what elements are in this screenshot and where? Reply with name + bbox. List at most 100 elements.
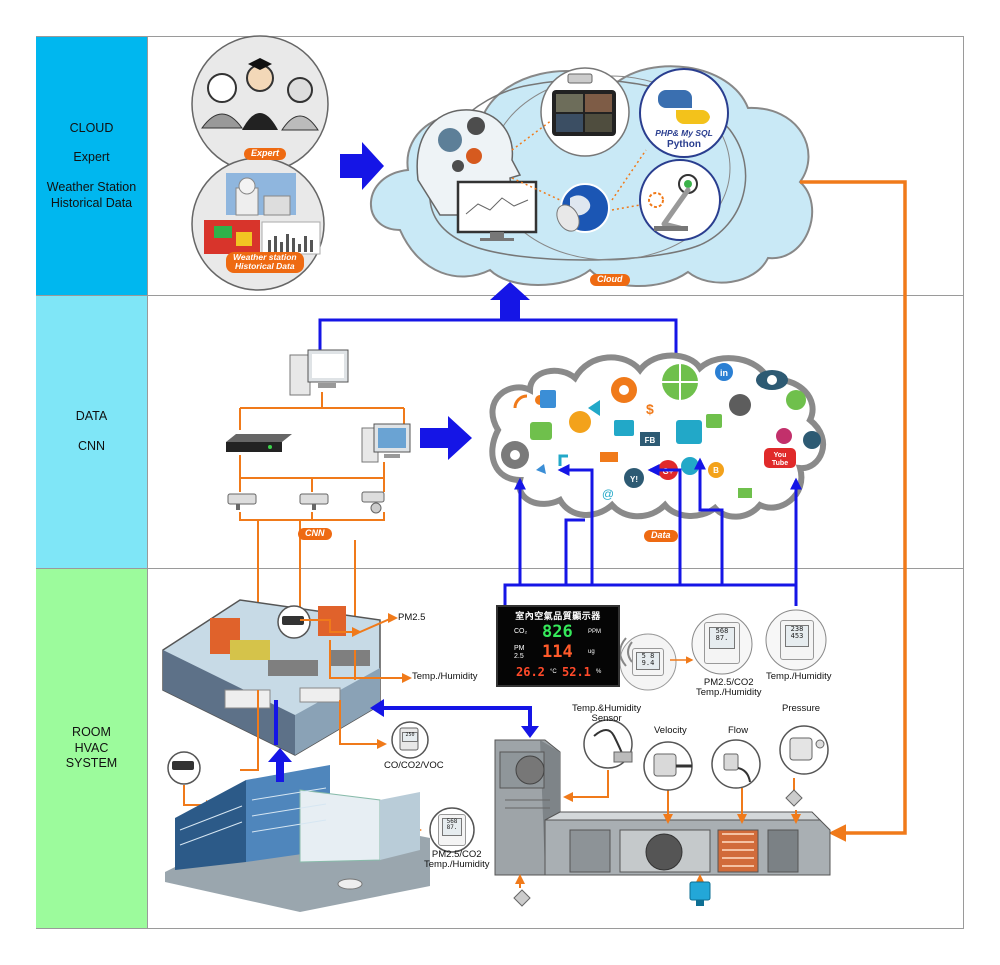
expert-pill: Expert: [244, 148, 287, 160]
emoji-icon: [569, 411, 591, 433]
panel-to-data-lines: [503, 457, 802, 606]
row-label-cloud-line3: Weather Station: [46, 180, 137, 194]
building-sensor-device: 568 87.: [438, 814, 466, 846]
right-sensor-device-2: 238 453: [780, 620, 814, 660]
document-icon: [540, 390, 556, 408]
monitor-icon: [456, 180, 538, 241]
wireless-sensor-screen: 5 8 9.4: [636, 652, 660, 670]
bar-chart-icon: [676, 420, 702, 444]
row-label-data: DATA CNN: [36, 296, 148, 568]
building-up-arrow: [268, 748, 292, 782]
voc-sensor-screen: 250: [402, 732, 418, 742]
pm-unit: ug: [588, 649, 595, 655]
co2-value: 826: [542, 622, 573, 642]
mail-icon: [738, 488, 752, 498]
lock-icon: [681, 457, 699, 475]
rss-icon: [513, 394, 528, 409]
label-building-pm-co2-line2: Temp./Humidity: [424, 859, 490, 871]
cctv-camera-icon: [227, 493, 257, 510]
building-camera-icon: [167, 751, 201, 785]
nvr-device-icon: [226, 434, 292, 452]
yahoo-text: Y!: [630, 475, 638, 484]
label-building-pm-co2-line1: PM2.5/CO2: [431, 849, 482, 860]
tech-line-1: PHP& My SQL: [655, 128, 713, 138]
blogger-text: B: [713, 466, 719, 475]
flow-sensor-icon: [711, 739, 761, 789]
pm-key-1: PM: [514, 645, 525, 652]
data-up-arrow: [490, 282, 530, 320]
co2-unit: PPM: [588, 629, 602, 635]
label-right-pm-co2: PM2.5/CO2 Temp./Humidity: [696, 677, 762, 699]
row-label-data-line2: CNN: [77, 439, 106, 453]
chat-icon: [530, 422, 552, 440]
facebook-icon: [640, 432, 660, 446]
row-label-cloud-line2: Expert: [73, 150, 110, 165]
label-building-pm-co2: PM2.5/CO2 Temp./Humidity: [424, 849, 490, 871]
pm-key-2: 2.5: [514, 653, 524, 660]
row-label-cloud-line1: CLOUD: [69, 120, 114, 135]
weather-pill: Weather station Historical Data: [226, 252, 304, 273]
office-floor-illustration: [162, 599, 381, 756]
left-arrow-icon: [588, 400, 600, 416]
wireless-sensor-reading-1: 5 8: [641, 652, 655, 660]
pm-value: 114: [542, 642, 573, 662]
label-right-pm-co2-line2: Temp./Humidity: [696, 687, 762, 699]
python-icon: [639, 68, 729, 158]
data-pill: Data: [644, 530, 678, 542]
upload-icon: [558, 454, 568, 466]
linkedin-text: in: [720, 368, 728, 378]
building-illustration: [165, 765, 430, 912]
row-label-room-line2: HVAC: [74, 740, 109, 755]
row-label-cloud-line4: Historical Data: [50, 195, 133, 210]
linkedin-icon: [715, 363, 733, 381]
message-icon: [614, 420, 634, 436]
room-ahu-link: [370, 699, 539, 738]
temp-value: 26.2: [516, 665, 545, 679]
row-label-data-line1: DATA: [75, 409, 108, 424]
air-quality-display-panel: 室內空氣品質顯示器 CO₂ 826 PPM PM 2.5 114 ug 26.2…: [496, 605, 620, 687]
robot-arm-icon: [639, 159, 721, 241]
pressure-port-icon: [785, 789, 803, 807]
right-sensor-2-reading-2: 453: [790, 632, 804, 641]
comment-icon: [706, 414, 722, 428]
weather-pill-line2: Historical Data: [235, 261, 295, 272]
co2-key: CO₂: [514, 628, 528, 635]
right-sensor-screen-1: 568 87.: [709, 627, 735, 649]
row-label-room-line1: ROOM: [72, 725, 111, 740]
label-flow: Flow: [728, 725, 749, 736]
right-sensor-screen-2: 238 453: [785, 625, 809, 647]
label-velocity: Velocity: [654, 725, 687, 736]
cctv-camera-icon: [299, 493, 329, 510]
room-camera-icon: [277, 605, 311, 639]
youtube-text-1: You: [774, 452, 787, 459]
building-sensor-reading-1: 568: [446, 818, 458, 825]
tech-line-2: Python: [667, 139, 701, 150]
blogger-icon: [708, 462, 724, 478]
th-sensor-icon: [583, 719, 633, 769]
ahu-unit: [494, 739, 831, 876]
cloud-to-ahu-arrow: [800, 180, 907, 842]
wireless-sensor-device: 5 8 9.4: [632, 648, 664, 676]
panel-title: 室內空氣品質顯示器: [515, 611, 601, 621]
label-th-sensor-line1: Temp.&Humidity: [572, 703, 642, 714]
row-label-cloud: CLOUD Expert Weather Station Historical …: [36, 37, 148, 295]
right-sensor-1-reading-2: 87.: [715, 634, 729, 643]
label-th-sensor: Temp.&Humidity Sensor: [572, 703, 642, 725]
rh-value: 52.1: [562, 665, 591, 679]
inlet-port-icon: [513, 889, 531, 907]
velocity-sensor-icon: [643, 741, 693, 791]
actuator-icon: [689, 881, 711, 906]
label-pressure: Pressure: [782, 703, 821, 714]
cnn-pill: CNN: [298, 528, 332, 540]
data-up-connector: [318, 318, 678, 360]
cloud-input-arrow: [340, 142, 384, 190]
label-right-temp-humidity: Temp./Humidity: [766, 671, 832, 682]
twitter-icon: [536, 464, 546, 474]
pressure-sensor-icon: [779, 725, 829, 775]
rh-unit: %: [596, 669, 602, 675]
server-computer-icon: [289, 349, 349, 396]
building-sensor-screen: 568 87.: [442, 818, 462, 836]
expert-circle: [191, 35, 329, 173]
building-sensor-reading-2: 87.: [446, 824, 458, 832]
